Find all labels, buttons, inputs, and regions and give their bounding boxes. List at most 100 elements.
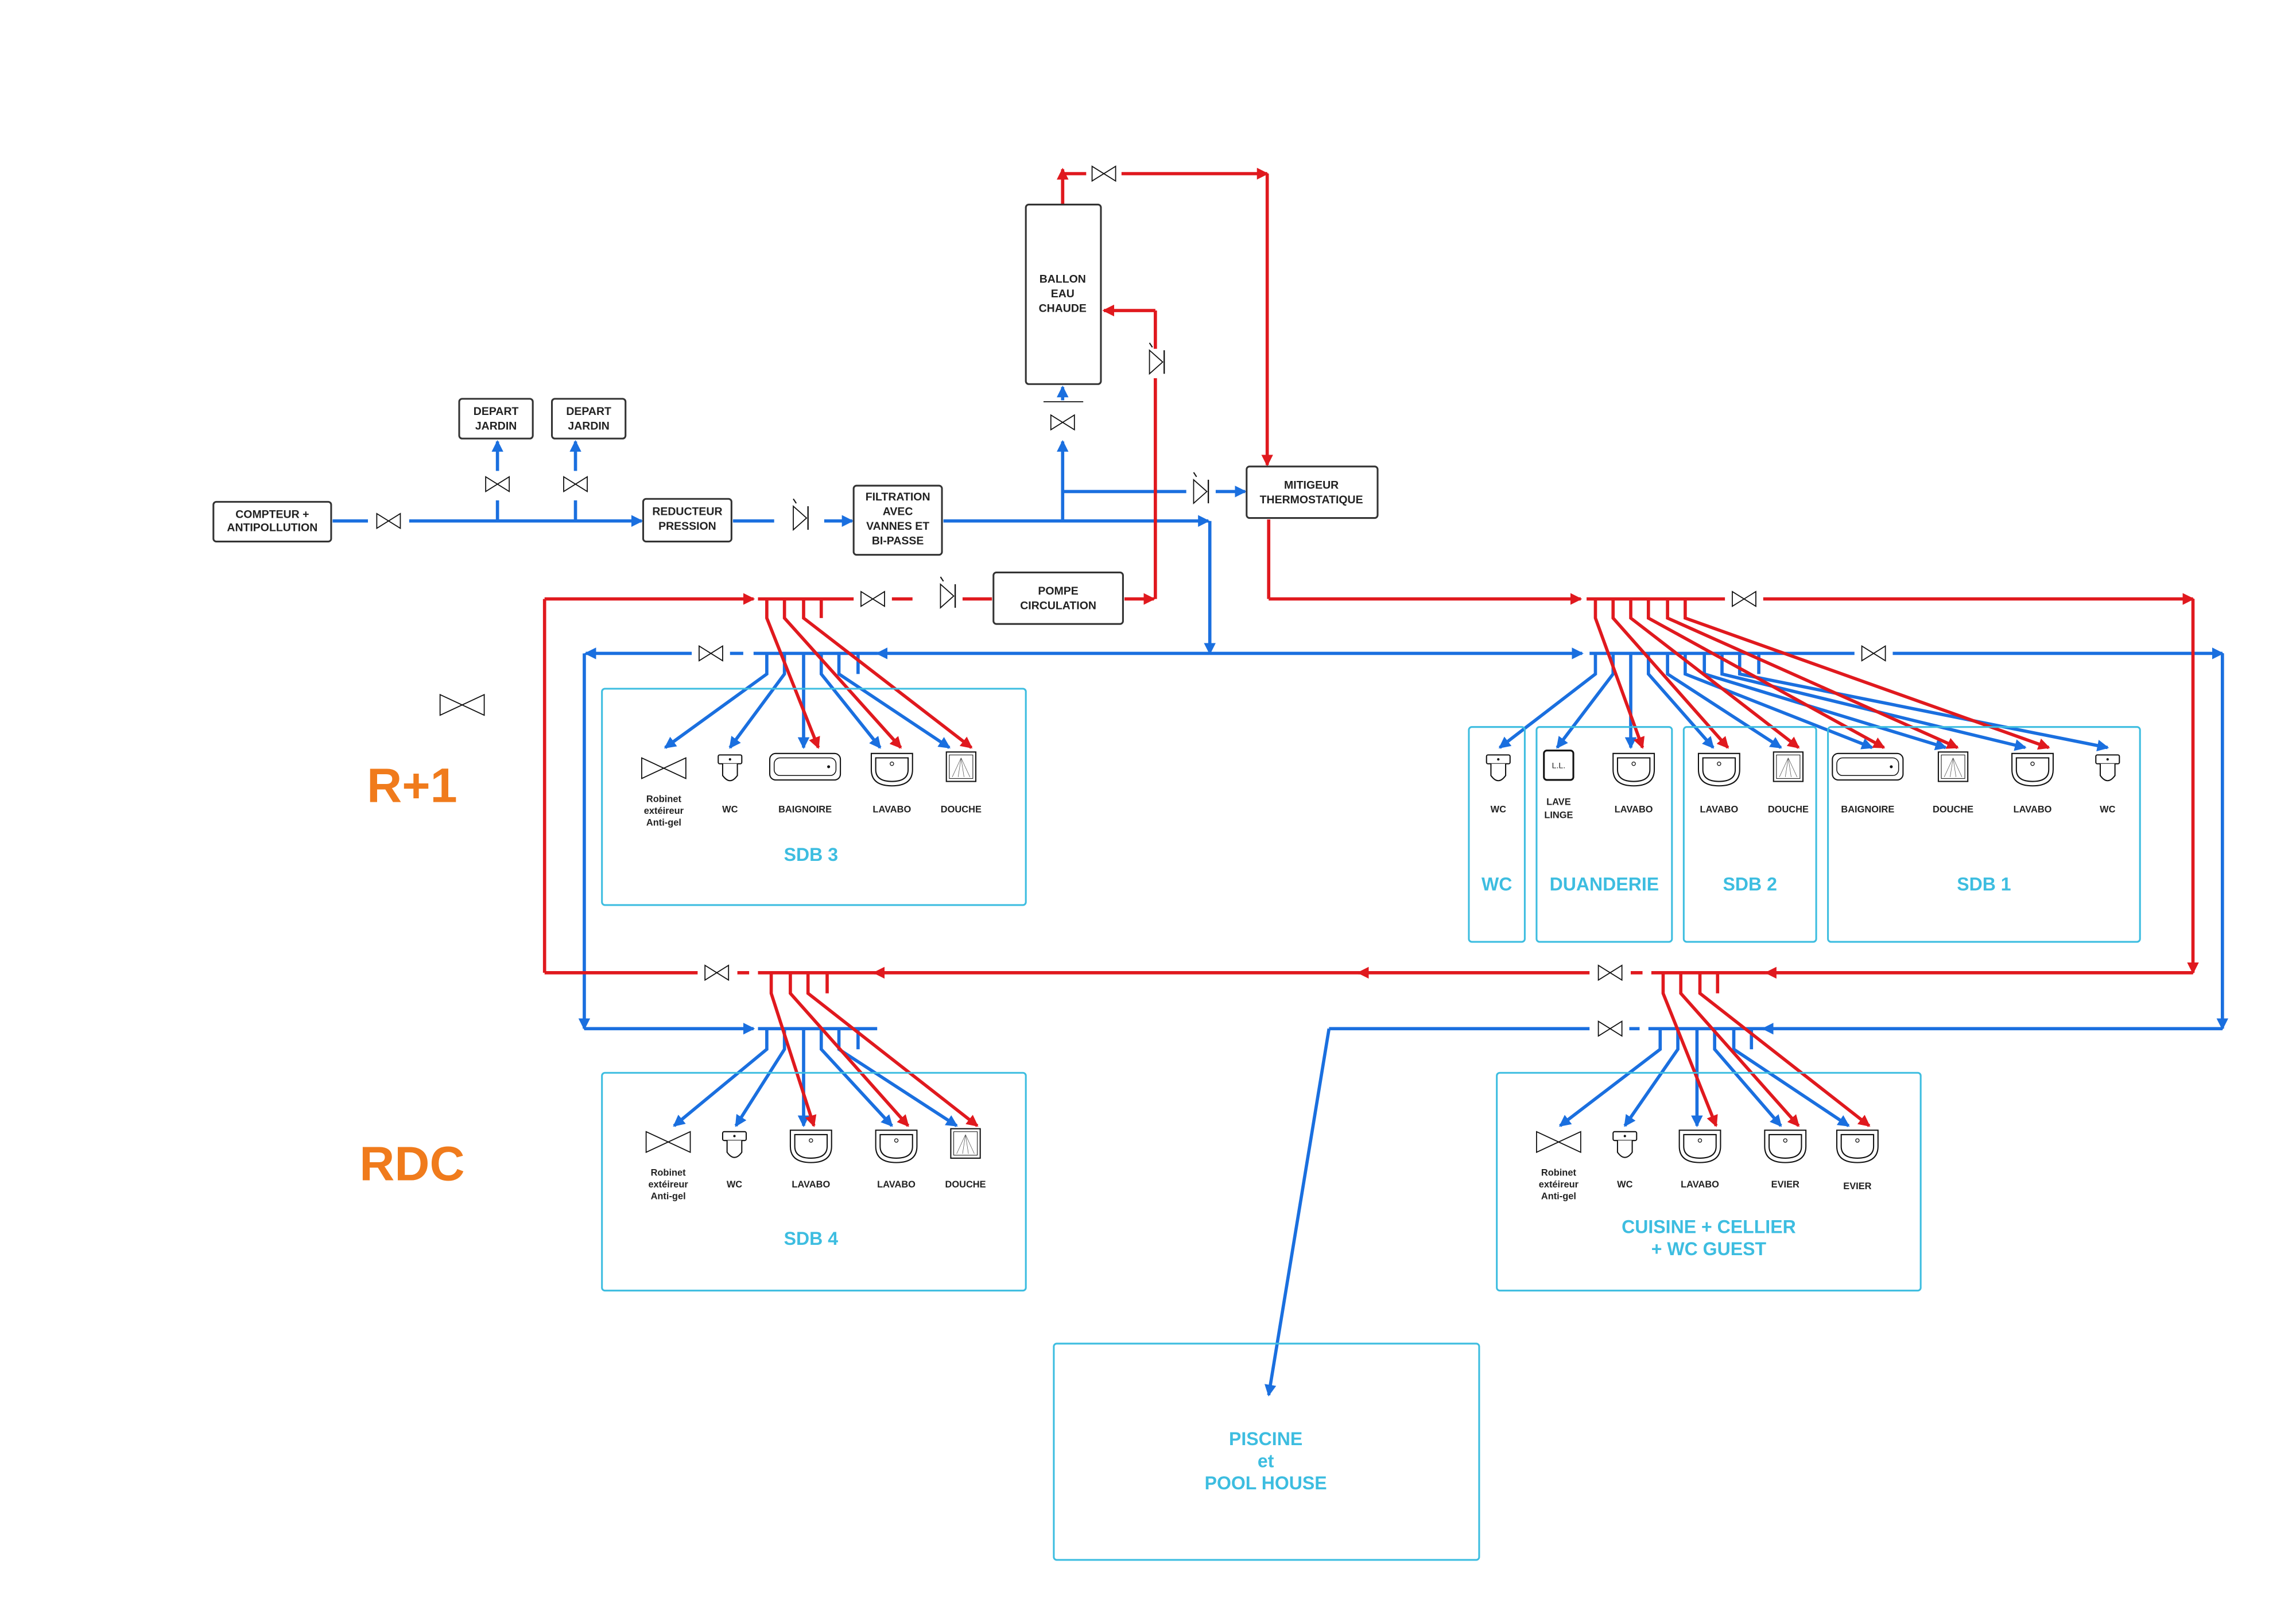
pompe-label: POMPE: [1038, 585, 1078, 597]
fixture-label: LAVE: [1546, 797, 1571, 808]
fixture-label: BAIGNOIRE: [778, 804, 832, 814]
fixture-label: EVIER: [1771, 1179, 1799, 1190]
room-name: SDB 3: [784, 844, 838, 865]
baignoire-icon: [1832, 752, 1904, 781]
compteur-box[interactable]: COMPTEUR + ANTIPOLLUTION: [212, 500, 332, 543]
fixture-label: LAVABO: [877, 1179, 916, 1190]
hot-water-network: [542, 168, 2199, 1127]
fixture-label: DOUCHE: [1768, 804, 1809, 814]
fixture-label: extéireur: [648, 1179, 688, 1190]
filtration-label: VANNES ET: [866, 520, 929, 533]
fixture-label: WC: [2100, 804, 2115, 814]
mitigeur-label: MITIGEUR: [1284, 479, 1339, 491]
fixture-label: LAVABO: [2014, 804, 2052, 814]
fixture-label: WC: [727, 1179, 742, 1190]
evier-icon: [1764, 1129, 1807, 1163]
valve-icon[interactable]: [1597, 1020, 1623, 1037]
spare-valve-icon: [439, 694, 485, 716]
check-valve-icon[interactable]: [1193, 471, 1209, 504]
depart-jardin-1-box[interactable]: DEPART JARDIN: [458, 398, 534, 440]
fixture-label: Robinet: [651, 1168, 687, 1178]
baignoire-icon: [769, 752, 841, 781]
robinet-icon: [641, 757, 687, 779]
room-sdb1[interactable]: BAIGNOIRE DOUCHE LAVABO WC SDB 1: [1827, 726, 2141, 943]
lave-linge-icon-text: L.L.: [1552, 760, 1566, 770]
pompe-label: CIRCULATION: [1020, 600, 1096, 612]
fixture-label: WC: [1617, 1179, 1632, 1190]
reducteur-label: REDUCTEUR: [652, 505, 722, 518]
fixture-label: extéireur: [1539, 1179, 1579, 1190]
depart-jardin-label: JARDIN: [475, 420, 517, 433]
room-cuisine[interactable]: Robinet extéireur Anti-gel WC LAVABO EVI…: [1496, 1072, 1922, 1292]
fixture-label: WC: [722, 804, 738, 814]
fixture-label: BAIGNOIRE: [1841, 804, 1894, 814]
room-name: SDB 2: [1723, 874, 1777, 894]
room-name: PISCINE: [1229, 1429, 1302, 1449]
fixture-label: DOUCHE: [945, 1179, 986, 1190]
fixture-label: Anti-gel: [651, 1191, 686, 1202]
fixture-label: DOUCHE: [941, 804, 982, 814]
douche-icon: [1773, 751, 1804, 782]
lavabo-icon: [1678, 1129, 1721, 1163]
room-name: + WC GUEST: [1651, 1239, 1767, 1259]
valve-icon[interactable]: [860, 591, 885, 607]
room-name: WC: [1481, 874, 1512, 894]
robinet-icon: [1536, 1131, 1581, 1153]
lavabo-icon: [1612, 752, 1655, 787]
fixture-label: Anti-gel: [646, 817, 681, 828]
lavabo-icon: [870, 752, 913, 787]
fixture-label: extéireur: [644, 806, 684, 816]
mitigeur-label: THERMOSTATIQUE: [1260, 494, 1363, 506]
room-wc[interactable]: WC WC: [1468, 726, 1526, 943]
ballon-eau-chaude-box[interactable]: BALLON EAU CHAUDE: [1025, 203, 1102, 385]
depart-jardin-2-box[interactable]: DEPART JARDIN: [551, 398, 627, 440]
check-valve-icon[interactable]: [792, 498, 809, 531]
valve-icon[interactable]: [699, 645, 723, 662]
room-sdb3[interactable]: Robinet extéireur Anti-gel WC BAIGNOIRE …: [601, 688, 1027, 906]
evier-icon: [1836, 1129, 1879, 1163]
douche-icon: [945, 751, 977, 782]
room-piscine[interactable]: PISCINE et POOL HOUSE: [1053, 1342, 1480, 1561]
valve-icon[interactable]: [1861, 645, 1886, 662]
fixture-label: LAVABO: [872, 804, 911, 814]
room-name: SDB 1: [1957, 874, 2011, 894]
room-name: SDB 4: [784, 1228, 839, 1249]
room-name: CUISINE + CELLIER: [1622, 1217, 1796, 1237]
wc-icon: [718, 754, 743, 782]
room-sdb2[interactable]: LAVABO DOUCHE SDB 2: [1682, 726, 1817, 943]
wc-icon: [1486, 754, 1511, 782]
wc-icon: [2095, 754, 2120, 782]
filtration-box[interactable]: FILTRATION AVEC VANNES ET BI-PASSE: [852, 484, 943, 556]
room-duanderie[interactable]: L.L. LAVE LINGE LAVABO DUANDERIE: [1535, 726, 1673, 943]
douche-icon: [950, 1128, 981, 1159]
valve-icon[interactable]: [1597, 965, 1623, 981]
valve-icon[interactable]: [1091, 165, 1116, 182]
reducteur-box[interactable]: REDUCTEUR PRESSION: [642, 498, 732, 543]
mitigeur-box[interactable]: MITIGEUR THERMOSTATIQUE: [1246, 465, 1379, 519]
room-sdb4[interactable]: Robinet extéireur Anti-gel WC LAVABO LAV…: [601, 1072, 1027, 1292]
level-label-r1: R+1: [367, 758, 457, 812]
lavabo-icon: [875, 1129, 918, 1163]
valve-icon[interactable]: [704, 965, 730, 981]
compteur-label-2: ANTIPOLLUTION: [227, 522, 317, 534]
fixture-label: LAVABO: [1700, 804, 1738, 814]
valve-icon[interactable]: [563, 476, 588, 492]
wc-icon: [1612, 1131, 1638, 1158]
valve-icon[interactable]: [376, 513, 401, 529]
pompe-circulation-box[interactable]: POMPE CIRCULATION: [992, 571, 1124, 625]
valve-icon[interactable]: [485, 476, 510, 492]
lavabo-icon: [2011, 752, 2054, 787]
wc-icon: [722, 1131, 747, 1158]
check-valve-icon[interactable]: [940, 576, 956, 609]
safety-valve-icon[interactable]: [1050, 414, 1075, 430]
fixture-label: LAVABO: [792, 1179, 830, 1190]
room-name: DUANDERIE: [1550, 874, 1659, 894]
valve-icon[interactable]: [1732, 591, 1756, 607]
fixture-label: Anti-gel: [1541, 1191, 1576, 1202]
filtration-label: BI-PASSE: [872, 535, 924, 548]
level-label-rdc: RDC: [359, 1136, 464, 1190]
ballon-label: EAU: [1051, 288, 1075, 300]
fixture-label: LAVABO: [1681, 1179, 1719, 1190]
fixture-label: EVIER: [1843, 1181, 1871, 1191]
